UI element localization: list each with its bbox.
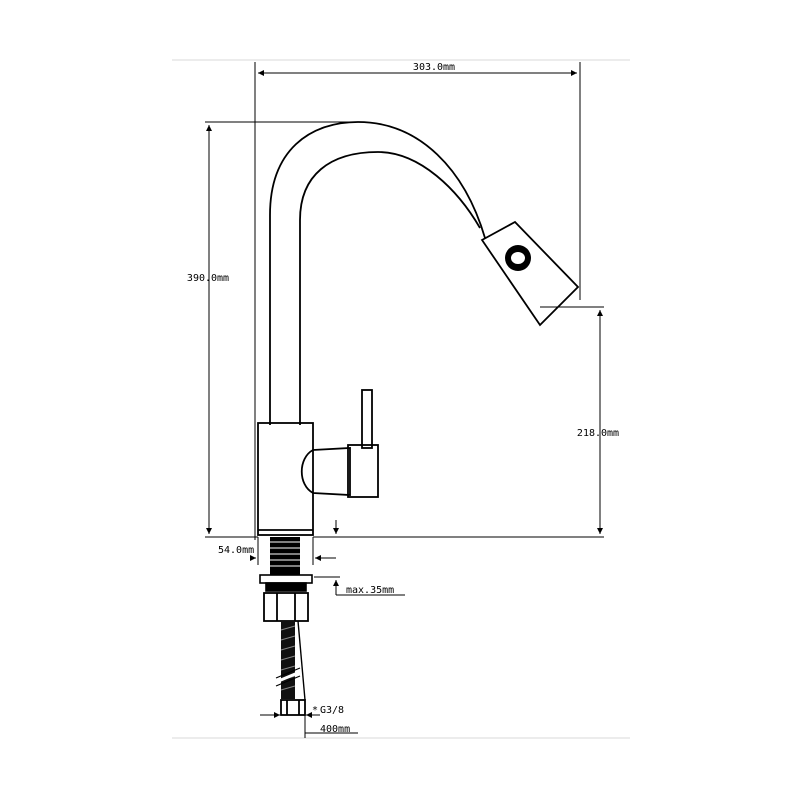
dimension-overall-width-label: 303.0mm xyxy=(413,62,455,73)
dimension-max-thickness-label: max.35mm xyxy=(346,585,394,596)
dimension-spout-height-label: 218.0mm xyxy=(577,428,619,439)
mounting-nut xyxy=(263,592,309,622)
mounting-shank xyxy=(270,537,300,575)
page-frame xyxy=(172,59,630,739)
spray-button-icon xyxy=(505,245,531,271)
dimension-overall-height xyxy=(205,121,358,538)
dimension-spout-height xyxy=(313,306,604,538)
dimension-thread-size-label: G3/8 xyxy=(320,705,344,716)
dimension-hose-length-label: 400mm xyxy=(320,724,350,735)
faucet-handle xyxy=(300,389,379,498)
dimension-overall-height-label: 390.0mm xyxy=(187,273,229,284)
faucet-base-body xyxy=(257,422,314,536)
dimension-overall-width xyxy=(254,62,581,540)
supply-hose xyxy=(275,620,306,701)
faucet-spout xyxy=(269,121,486,425)
hose-fitting xyxy=(280,699,306,716)
dimension-max-thickness xyxy=(314,520,405,596)
thread-marker-icon: * xyxy=(312,705,318,716)
dimension-hose-length xyxy=(304,700,358,738)
spray-head xyxy=(480,220,580,327)
dimension-base-diameter-label: 54.0mm xyxy=(218,545,254,556)
mounting-washer xyxy=(259,574,313,592)
dimension-base-diameter xyxy=(250,537,336,565)
